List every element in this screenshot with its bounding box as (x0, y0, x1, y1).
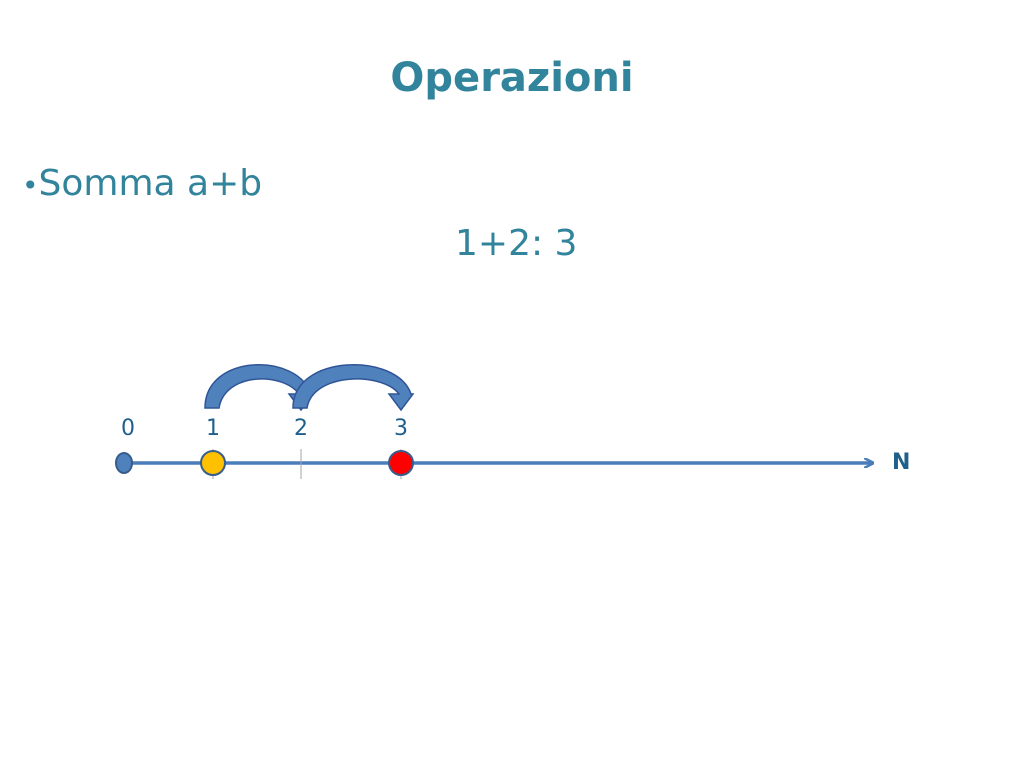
tick-label-1: 1 (206, 416, 220, 441)
slide-title: Operazioni (390, 55, 634, 101)
bullet-text: Somma a+b (38, 163, 263, 204)
origin-point (115, 452, 133, 474)
jump-arrow-2 (292, 364, 415, 412)
equation-text: 1+2: 3 (455, 223, 578, 264)
number-line-points (115, 450, 414, 476)
tick-labels: 0 1 2 3 (121, 416, 408, 441)
result-point (388, 450, 414, 476)
start-point (200, 450, 226, 476)
tick-label-3: 3 (394, 416, 408, 441)
bullet-marker: • (22, 169, 39, 202)
tick-label-2: 2 (294, 416, 308, 441)
tick-label-0: 0 (121, 416, 135, 441)
axis-name-label: N (892, 450, 910, 475)
jump-arrows (204, 364, 415, 412)
bullet-item: •Somma a+b (22, 160, 262, 210)
